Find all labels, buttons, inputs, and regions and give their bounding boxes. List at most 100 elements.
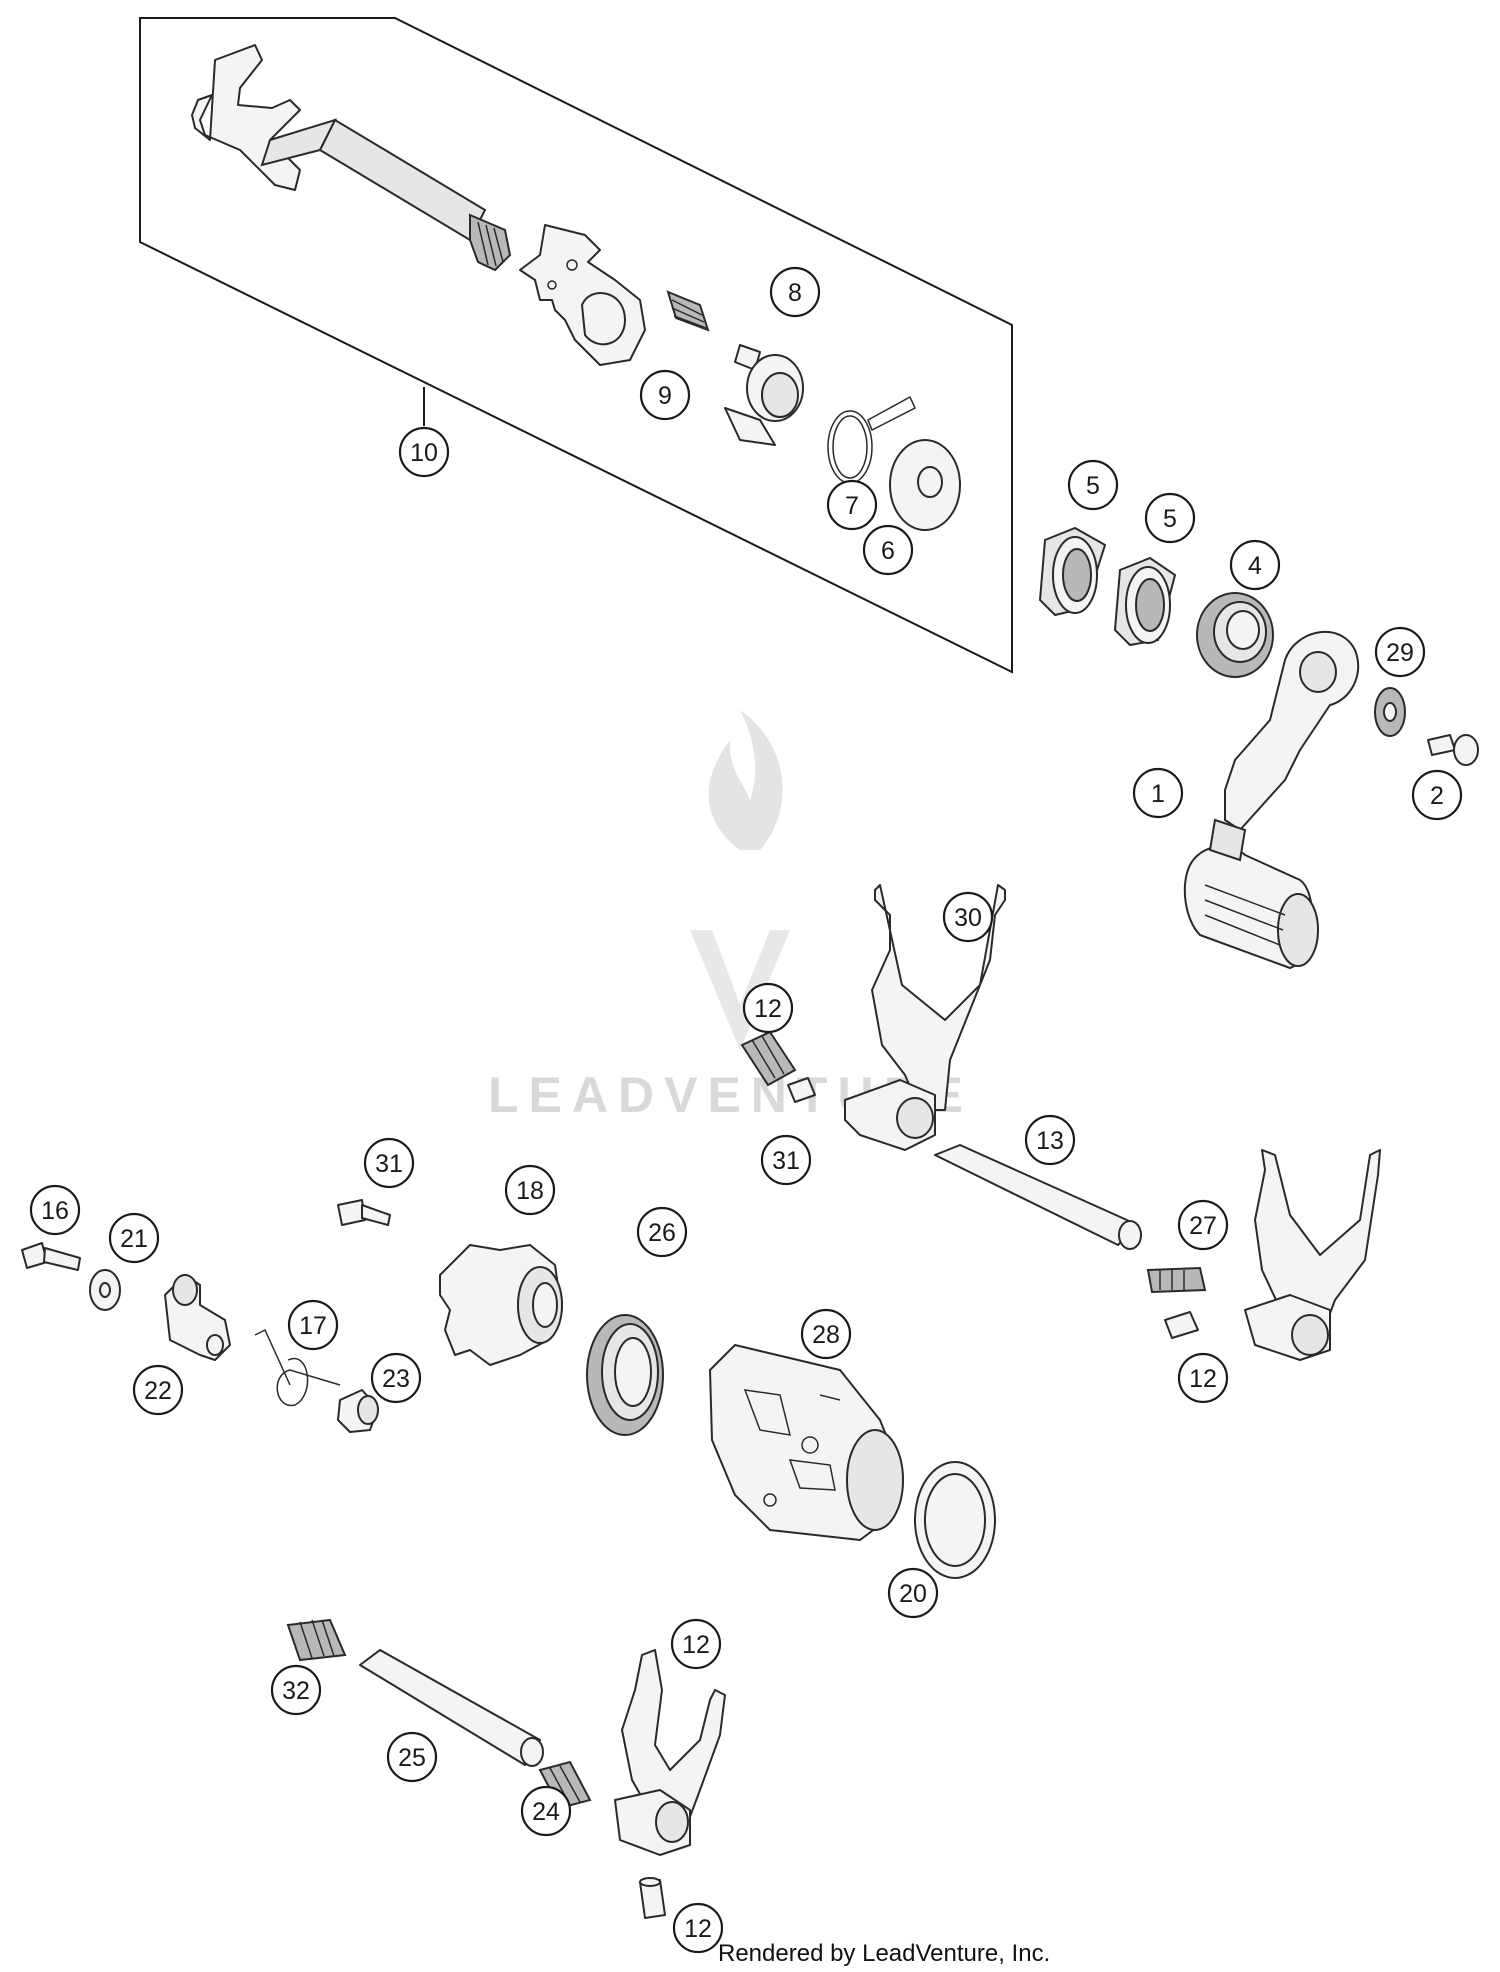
callout-number: 26 (648, 1219, 676, 1247)
guide-sleeve (724, 344, 804, 446)
callout-26: 26 (636, 1206, 688, 1258)
callout-32: 32 (270, 1664, 322, 1716)
callout-29: 29 (1374, 626, 1426, 678)
drum-bearing (586, 1314, 664, 1436)
callout-number: 5 (1086, 472, 1100, 500)
render-credit: Rendered by LeadVenture, Inc. (718, 1940, 1051, 1967)
detent-spring-upper (740, 1030, 797, 1087)
shift-shaft-assembly-group (139, 17, 1013, 674)
callout-21: 21 (108, 1212, 160, 1264)
callout-number: 29 (1386, 639, 1414, 667)
callout-number: 12 (682, 1631, 710, 1659)
shift-shaft (191, 44, 512, 272)
locking-lever (164, 1274, 231, 1361)
callout-number: 12 (684, 1915, 712, 1943)
callout-number: 32 (282, 1677, 310, 1705)
guide-pin-lower (639, 1877, 666, 1919)
bushing-2 (1113, 556, 1177, 647)
callout-number: 10 (410, 439, 438, 467)
callout-number: 24 (532, 1798, 560, 1826)
callout-number: 30 (954, 904, 982, 932)
callout-31: 31 (760, 1134, 812, 1186)
callout-12: 12 (670, 1618, 722, 1670)
callout-1: 1 (1132, 767, 1184, 819)
guide-pin-right (1164, 1311, 1199, 1339)
callout-31: 31 (363, 1137, 415, 1189)
callout-30: 30 (942, 891, 994, 943)
callout-number: 31 (772, 1147, 800, 1175)
torsion-spring (254, 1328, 341, 1407)
callout-number: 27 (1189, 1212, 1217, 1240)
detent-spring-lower-left (286, 1618, 347, 1662)
callout-9: 9 (639, 369, 691, 421)
callout-22: 22 (132, 1364, 184, 1416)
callout-12: 12 (742, 982, 794, 1034)
guide-pin-upper (787, 1077, 816, 1103)
callout-number: 17 (299, 1312, 327, 1340)
callout-7: 7 (826, 479, 878, 531)
callout-10: 10 (398, 426, 450, 478)
callout-number: 8 (788, 279, 802, 307)
callout-number: 12 (1189, 1365, 1217, 1393)
spring-washer (1374, 687, 1406, 737)
shift-fork-27 (1244, 1149, 1381, 1361)
callout-18: 18 (504, 1164, 556, 1216)
washer-26 (89, 1269, 121, 1311)
bushing-1 (1038, 526, 1107, 617)
callout-12: 12 (672, 1902, 724, 1954)
callout-number: 21 (120, 1225, 148, 1253)
roller (337, 1389, 379, 1433)
callout-number: 6 (881, 537, 895, 565)
callout-24: 24 (520, 1785, 572, 1837)
shift-fork-30 (844, 884, 1006, 1151)
washer (889, 439, 961, 531)
callout-number: 20 (899, 1580, 927, 1608)
callout-20: 20 (887, 1567, 939, 1619)
spring (666, 290, 710, 332)
callout-number: 5 (1163, 505, 1177, 533)
shaft-seal (1196, 592, 1274, 678)
callout-4: 4 (1229, 539, 1281, 591)
callout-5: 5 (1144, 492, 1196, 544)
callout-number: 12 (754, 995, 782, 1023)
shift-lever (1183, 631, 1360, 969)
bolt-18 (337, 1199, 391, 1226)
callout-6: 6 (862, 524, 914, 576)
callout-number: 16 (41, 1197, 69, 1225)
callout-2: 2 (1411, 769, 1463, 821)
callout-27: 27 (1177, 1199, 1229, 1251)
bolt-21 (21, 1242, 81, 1271)
callout-number: 4 (1248, 552, 1262, 580)
callout-number: 23 (382, 1365, 410, 1393)
callout-8: 8 (769, 266, 821, 318)
callout-number: 28 (812, 1321, 840, 1349)
callout-12: 12 (1177, 1352, 1229, 1404)
lever-screw (1427, 734, 1479, 766)
callout-number: 18 (516, 1177, 544, 1205)
callout-23: 23 (370, 1352, 422, 1404)
callout-number: 9 (658, 382, 672, 410)
callout-number: 1 (1151, 780, 1165, 808)
callout-number: 13 (1036, 1127, 1064, 1155)
callout-25: 25 (386, 1731, 438, 1783)
shift-plate (519, 224, 646, 366)
fork-shaft-24 (359, 1649, 544, 1767)
shift-drum (709, 1344, 904, 1541)
shift-drum-locating (439, 1244, 563, 1366)
callout-16: 16 (29, 1184, 81, 1236)
callout-17: 17 (287, 1299, 339, 1351)
callout-28: 28 (800, 1308, 852, 1360)
fork-shaft-13 (934, 1144, 1142, 1250)
callout-number: 22 (144, 1377, 172, 1405)
callout-number: 31 (375, 1150, 403, 1178)
callout-number: 7 (845, 492, 859, 520)
callout-number: 25 (398, 1744, 426, 1772)
callout-13: 13 (1024, 1114, 1076, 1166)
shift-fork-25 (614, 1649, 726, 1856)
callout-number: 2 (1430, 782, 1444, 810)
callout-5: 5 (1067, 459, 1119, 511)
drum-ring (914, 1461, 996, 1579)
detent-spring-right (1146, 1266, 1207, 1294)
